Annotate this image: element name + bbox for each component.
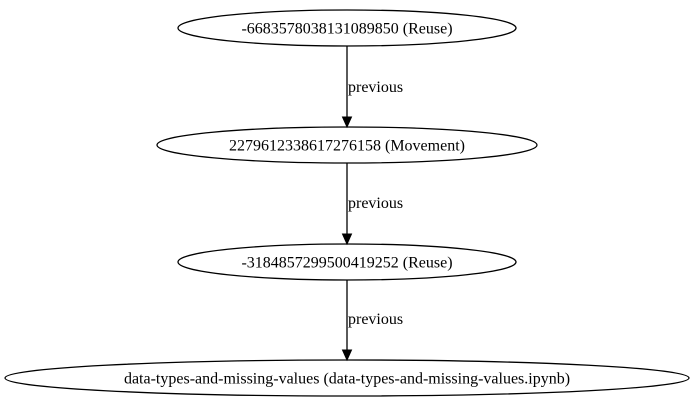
edge-n1-n2-arrow-icon (341, 116, 353, 129)
node-n4[interactable]: data-types-and-missing-values (data-type… (4, 359, 690, 397)
edge-n3-n4[interactable]: previous (341, 280, 404, 362)
edge-n1-n2[interactable]: previous (341, 46, 404, 129)
edge-n2-n3-arrow-icon (341, 233, 353, 246)
node-n2[interactable]: 2279612338617276158 (Movement) (156, 126, 538, 164)
node-n3-label: -3184857299500419252 (Reuse) (241, 255, 452, 272)
edge-n3-n4-label: previous (348, 311, 403, 328)
edge-n1-n2-label: previous (348, 79, 403, 96)
node-n1[interactable]: -6683578038131089850 (Reuse) (177, 9, 517, 47)
edge-n2-n3[interactable]: previous (341, 163, 404, 246)
node-n3[interactable]: -3184857299500419252 (Reuse) (177, 243, 517, 281)
edge-n2-n3-label: previous (348, 195, 403, 212)
node-n2-label: 2279612338617276158 (Movement) (229, 138, 465, 155)
node-n4-label: data-types-and-missing-values (data-type… (124, 371, 570, 388)
edge-n3-n4-arrow-icon (341, 349, 353, 362)
node-n1-label: -6683578038131089850 (Reuse) (241, 21, 452, 38)
